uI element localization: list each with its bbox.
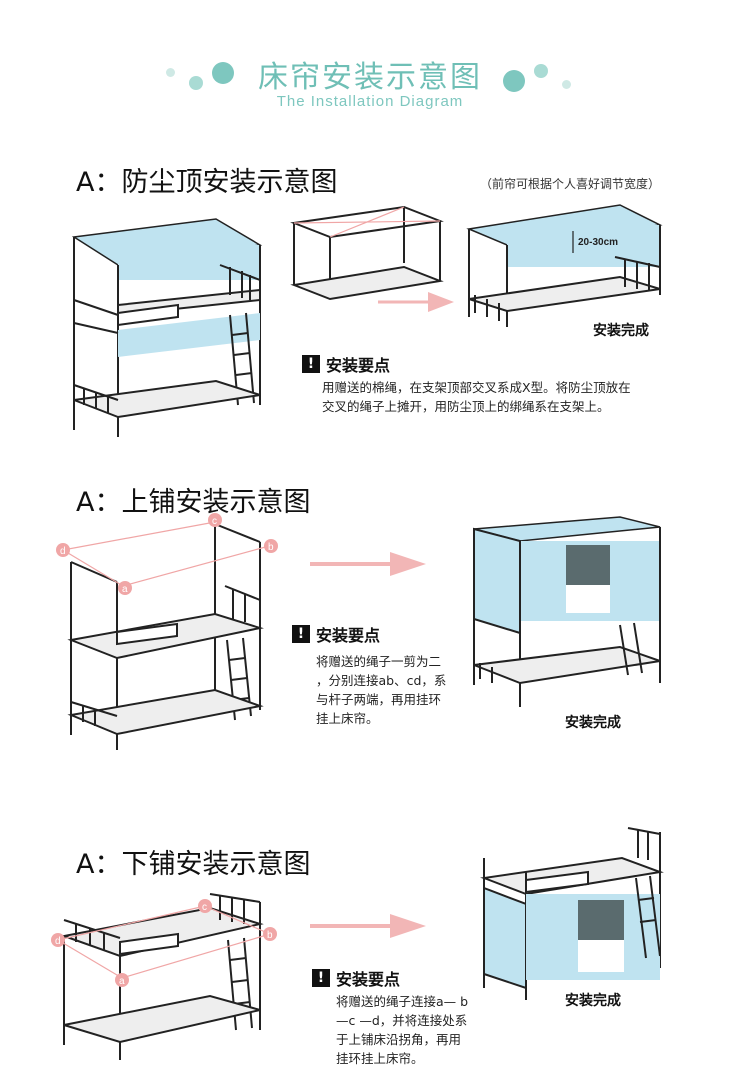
point-label-d: d (60, 546, 66, 557)
page-subtitle: The Installation Diagram (276, 93, 464, 110)
lower-bunk-guide-illustration: c d b a (51, 893, 277, 1060)
section1-title: A：防尘顶安装示意图 (76, 167, 338, 198)
page-title: 床帘安装示意图 (258, 60, 482, 95)
tips-title-text: 安装要点 (316, 626, 381, 645)
section2-done-label: 安装完成 (565, 715, 621, 731)
warning-icon: ! (292, 625, 310, 643)
section1-tips-body: 用赠送的棉绳，在支架顶部交叉系成X型。将防尘顶放在 交叉的绳子上摊开，用防尘顶上… (322, 380, 631, 414)
point-label-a: a (119, 976, 125, 987)
warning-icon: ! (302, 355, 320, 373)
section2-tips-body: 将赠送的绳子一剪为二 ，分别连接ab、cd，系 与杆子两端，再用挂环 挂上床帘。 (316, 654, 447, 726)
point-label-c: c (212, 516, 217, 527)
section3-done-label: 安装完成 (565, 993, 621, 1009)
warning-icon: ! (312, 969, 330, 987)
bunk-bed-dust-top-illustration (71, 218, 263, 437)
point-label-a: a (122, 584, 128, 595)
section2-tips-title: ! 安装要点 (292, 622, 380, 646)
section3-title: A：下铺安装示意图 (76, 849, 311, 880)
tips-title-text: 安装要点 (336, 970, 401, 989)
measure-label: 20-30cm (578, 237, 618, 248)
section3-tips-body: 将赠送的绳子连接a— b —c —d，并将连接处系 于上铺床沿拐角，再用 挂环挂… (336, 994, 469, 1066)
section2-title: A：上铺安装示意图 (76, 487, 311, 518)
decor-dot (534, 64, 548, 78)
section1-tips-title: ! 安装要点 (302, 352, 390, 376)
upper-bunk-guide-illustration: d c b a (56, 513, 278, 750)
arrow-icon (310, 552, 426, 576)
decor-dot (166, 68, 175, 77)
finished-upper-bunk-illustration (473, 516, 661, 707)
decor-dot (503, 70, 525, 92)
frame-cross-illustration (290, 205, 444, 301)
point-label-b: b (268, 542, 274, 553)
arrow-icon (378, 292, 454, 312)
point-label-b: b (267, 930, 273, 941)
section1-note: （前帘可根据个人喜好调节宽度） (480, 177, 661, 191)
tips-title-text: 安装要点 (326, 356, 391, 375)
finished-lower-bunk-illustration (480, 827, 664, 1000)
point-label-d: d (55, 936, 61, 947)
decor-dot (212, 62, 234, 84)
finished-dust-top-illustration: 20-30cm (466, 204, 663, 327)
decor-dot (189, 76, 203, 90)
arrow-icon (310, 914, 426, 938)
decor-dot (562, 80, 571, 89)
section3-tips-title: ! 安装要点 (312, 966, 400, 990)
section1-done-label: 安装完成 (593, 323, 649, 339)
point-label-c: c (202, 902, 207, 913)
